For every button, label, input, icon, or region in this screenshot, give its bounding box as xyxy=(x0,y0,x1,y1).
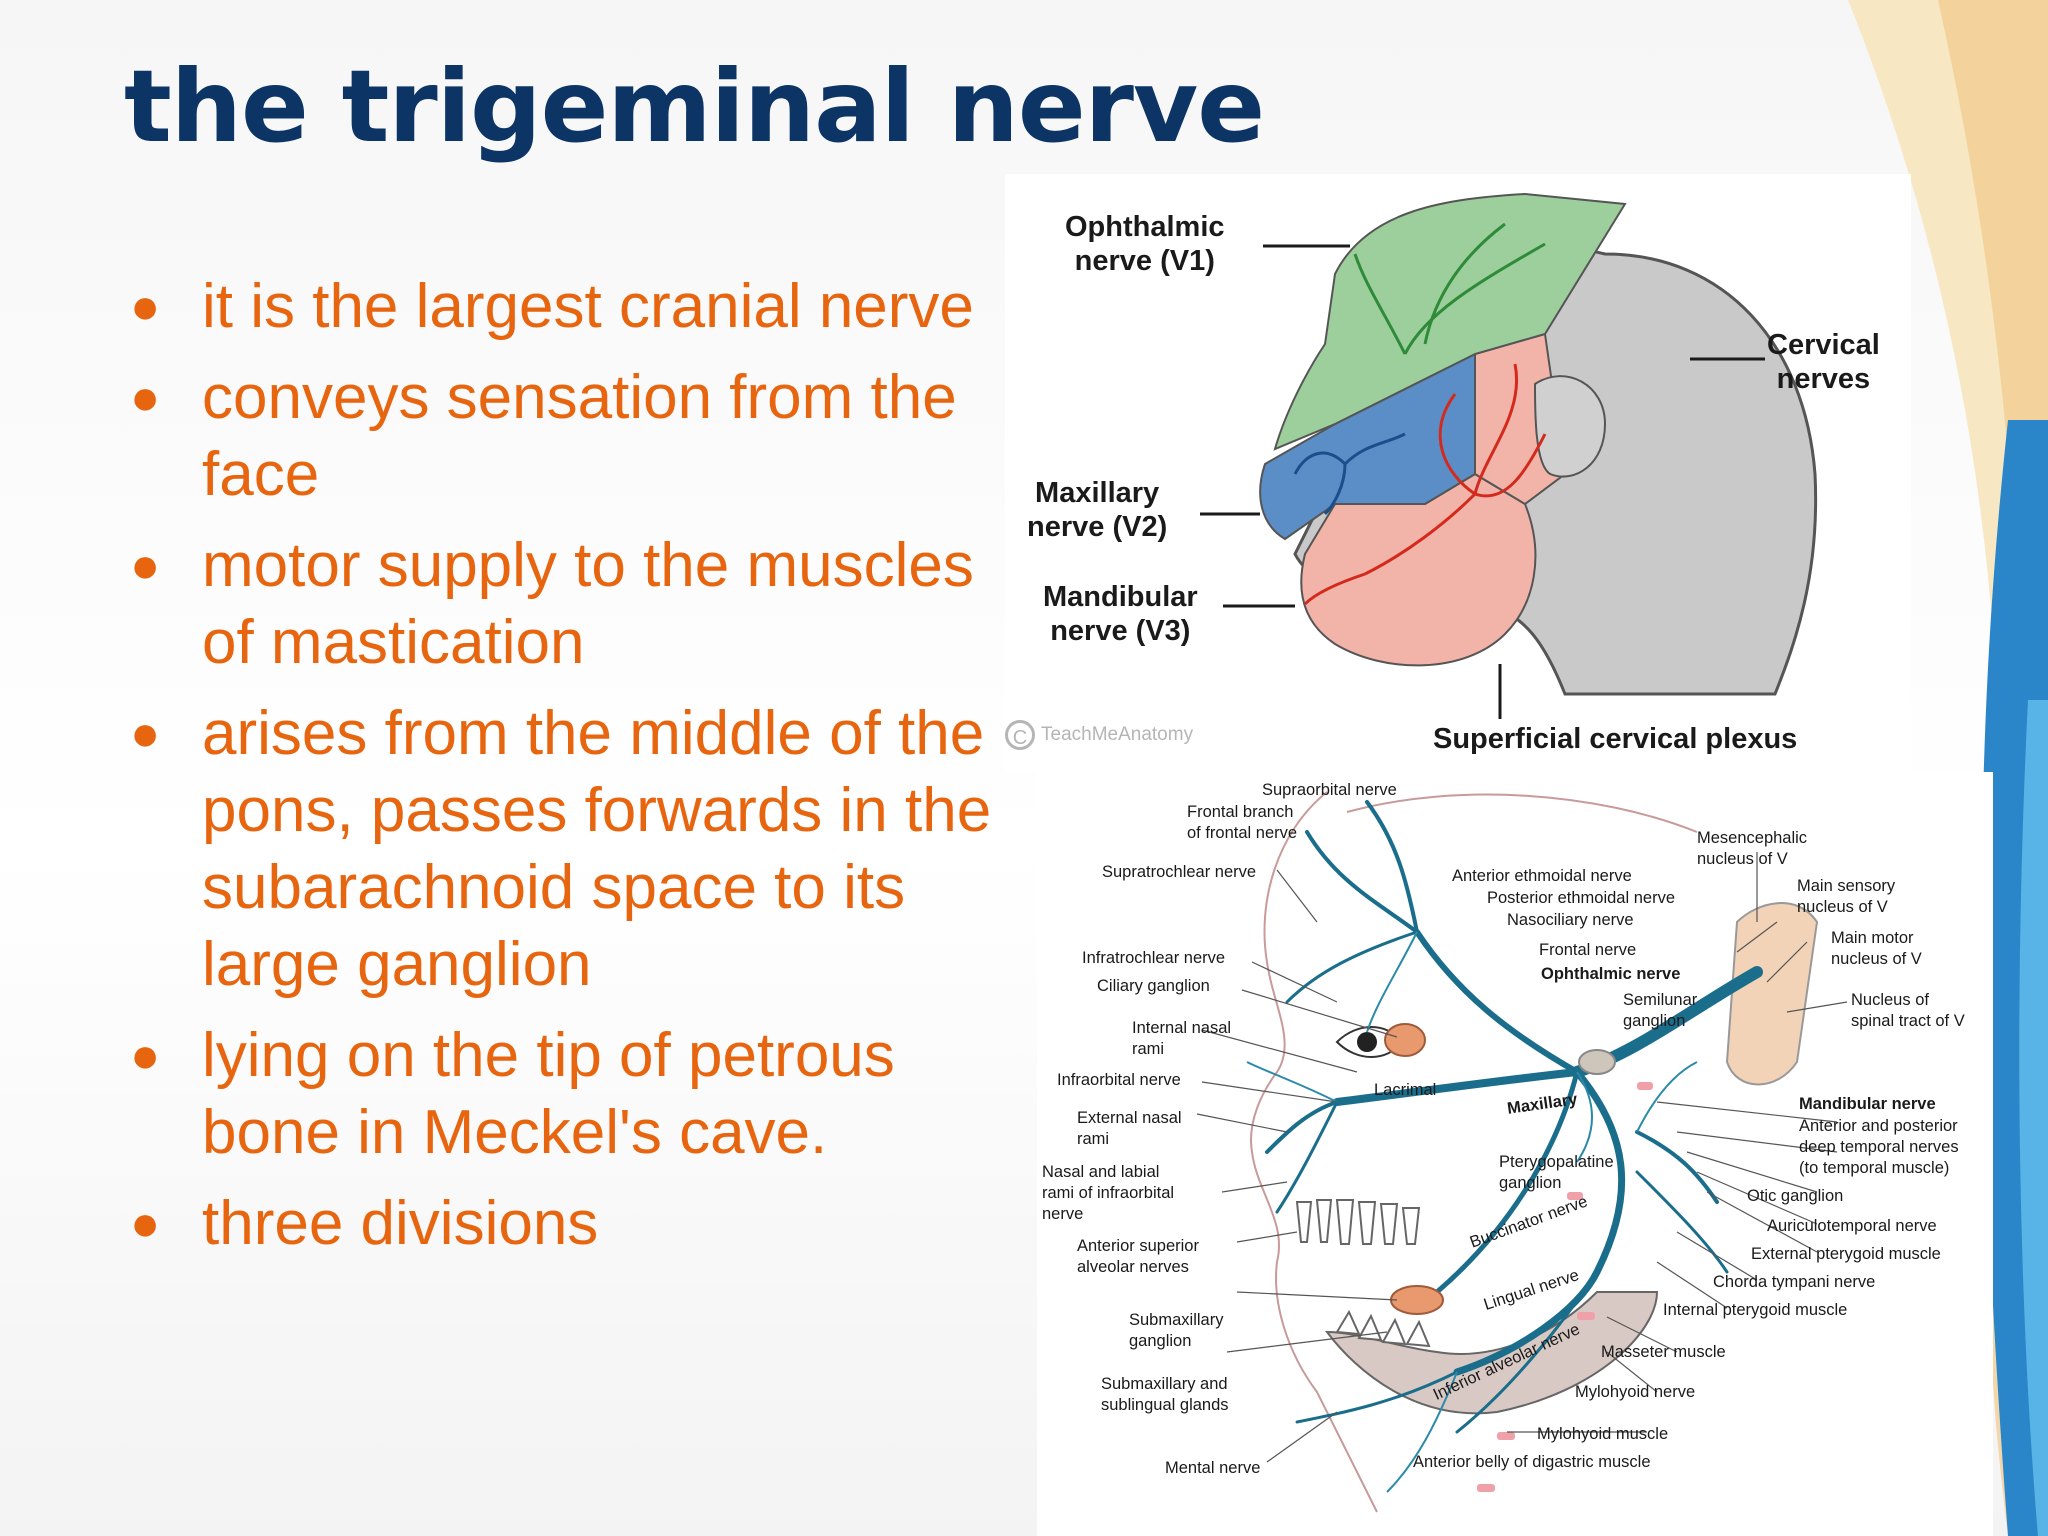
bullet-icon: ● xyxy=(130,369,161,425)
label-anterior-ethmoidal: Anterior ethmoidal nerve xyxy=(1452,867,1632,885)
label-submaxillary-ganglion: Submaxillary ganglion xyxy=(1129,1311,1224,1350)
bullet-item: ● it is the largest cranial nerve xyxy=(124,268,1014,345)
label-infraorbital-nerve: Infraorbital nerve xyxy=(1057,1071,1181,1089)
label-supratrochlear-nerve: Supratrochlear nerve xyxy=(1102,863,1257,881)
bullet-icon: ● xyxy=(130,705,161,761)
label-posterior-ethmoidal: Posterior ethmoidal nerve xyxy=(1487,889,1676,907)
label-auriculotemporal-nerve: Auriculotemporal nerve xyxy=(1767,1217,1937,1235)
label-chorda-tympani: Chorda tympani nerve xyxy=(1713,1273,1876,1291)
label-internal-nasal-rami: Internal nasal rami xyxy=(1132,1019,1232,1058)
label-submaxillary-glands: Submaxillary and sublingual glands xyxy=(1101,1375,1229,1414)
label-masseter-muscle: Masseter muscle xyxy=(1601,1343,1726,1361)
copyright-icon: C xyxy=(1005,720,1035,750)
label-mandibular-nerve: Mandibular nerve xyxy=(1799,1095,1936,1113)
bullet-text: conveys sensation from the face xyxy=(202,363,957,509)
slide-decoration xyxy=(1848,0,2048,1536)
label-lacrimal: Lacrimal xyxy=(1374,1081,1437,1099)
slide-title: the trigeminal nerve xyxy=(124,48,1265,165)
label-spinal-tract-nucleus: Nucleus of spinal tract of V xyxy=(1851,991,1965,1030)
label-frontal-branch: Frontal branch of frontal nerve xyxy=(1187,803,1298,842)
label-pterygopalatine-ganglion: Pterygopalatine ganglion xyxy=(1499,1153,1614,1192)
bullet-icon: ● xyxy=(130,278,161,334)
label-superficial-cervical-plexus: Superficial cervical plexus xyxy=(1433,723,1798,755)
head-dermatome-figure: Ophthalmic nerve (V1) Maxillary nerve (V… xyxy=(1005,174,1911,772)
label-ophthalmic-v1: Ophthalmic nerve (V1) xyxy=(1065,211,1225,277)
bullet-text: motor supply to the muscles of masticati… xyxy=(202,531,974,677)
label-anterior-superior-alveolar: Anterior superior alveolar nerves xyxy=(1077,1237,1199,1276)
label-ciliary-ganglion: Ciliary ganglion xyxy=(1097,977,1210,995)
bullet-icon: ● xyxy=(130,1027,161,1083)
label-mylohyoid-muscle: Mylohyoid muscle xyxy=(1537,1425,1669,1443)
label-external-nasal-rami: External nasal rami xyxy=(1077,1109,1182,1148)
bullet-item: ● motor supply to the muscles of masticat… xyxy=(124,527,1014,681)
label-mesencephalic-nucleus: Mesencephalic nucleus of V xyxy=(1697,829,1808,868)
label-mental-nerve: Mental nerve xyxy=(1165,1459,1261,1477)
label-deep-temporal-nerves: Anterior and posterior deep temporal ner… xyxy=(1799,1117,1959,1177)
label-mandibular-v3: Mandibular nerve (V3) xyxy=(1043,581,1198,647)
label-internal-pterygoid: Internal pterygoid muscle xyxy=(1663,1301,1848,1319)
label-cervical-nerves: Cervical nerves xyxy=(1767,329,1880,395)
label-ophthalmic-nerve: Ophthalmic nerve xyxy=(1541,965,1681,983)
bullet-item: ● conveys sensation from the face xyxy=(124,359,1014,513)
label-supraorbital-nerve: Supraorbital nerve xyxy=(1262,781,1397,799)
bullet-item: ● lying on the tip of petrous bone in Mec… xyxy=(124,1017,1014,1171)
label-nasociliary-nerve: Nasociliary nerve xyxy=(1507,911,1634,929)
bullet-text: three divisions xyxy=(202,1189,599,1258)
label-main-sensory-nucleus: Main sensory nucleus of V xyxy=(1797,877,1896,916)
bullet-item: ● arises from the middle of the pons, pas… xyxy=(124,695,1014,1003)
head-illustration xyxy=(1200,192,1818,719)
label-maxillary-v2: Maxillary nerve (V2) xyxy=(1027,477,1168,543)
label-external-pterygoid: External pterygoid muscle xyxy=(1751,1245,1941,1263)
bullet-list: ● it is the largest cranial nerve ● convey… xyxy=(124,268,1014,1276)
label-nasal-labial-rami: Nasal and labial rami of infraorbital ne… xyxy=(1042,1163,1175,1223)
bullet-icon: ● xyxy=(130,1195,161,1251)
bullet-item: ● three divisions xyxy=(124,1185,1014,1262)
label-digastric-muscle: Anterior belly of digastric muscle xyxy=(1413,1453,1651,1471)
bullet-icon: ● xyxy=(130,537,161,593)
bullet-text: it is the largest cranial nerve xyxy=(202,272,974,341)
label-frontal-nerve: Frontal nerve xyxy=(1539,941,1637,959)
label-mylohyoid-nerve: Mylohyoid nerve xyxy=(1575,1383,1696,1401)
bullet-text: arises from the middle of the pons, pass… xyxy=(202,699,992,999)
label-infratrochlear-nerve: Infratrochlear nerve xyxy=(1082,949,1226,967)
nerve-illustration xyxy=(1196,791,1848,1513)
label-semilunar-ganglion: Semilunar ganglion xyxy=(1623,991,1698,1030)
label-otic-ganglion: Otic ganglion xyxy=(1747,1187,1844,1205)
trigeminal-branches-figure: Supraorbital nerve Frontal branch of fro… xyxy=(1037,772,1993,1536)
bullet-text: lying on the tip of petrous bone in Meck… xyxy=(202,1021,895,1167)
label-main-motor-nucleus: Main motor nucleus of V xyxy=(1831,929,1922,968)
